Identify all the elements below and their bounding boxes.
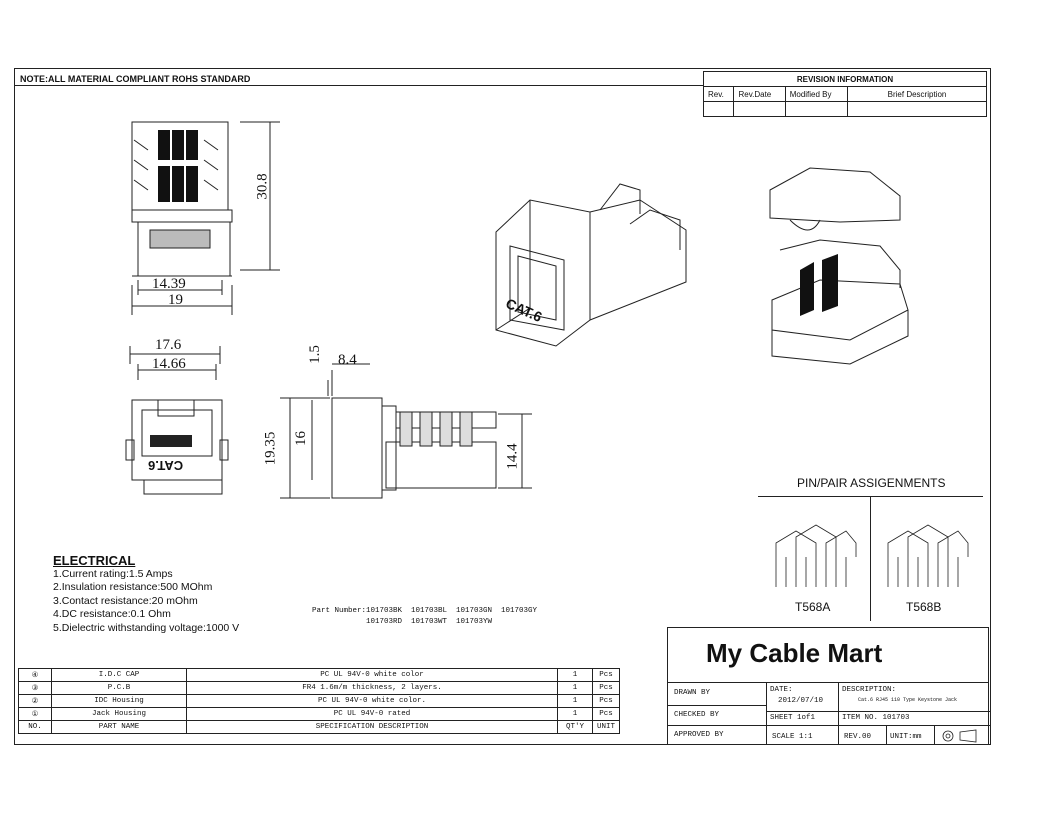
bom-name: Jack Housing: [51, 707, 187, 721]
revision-table: REVISION INFORMATION Rev. Rev.Date Modif…: [702, 71, 987, 117]
part-numbers: Part Number:101703BK 101703BL 101703GN 1…: [312, 606, 537, 628]
bom-qty: 1: [557, 694, 593, 708]
isometric-view-exploded: [769, 167, 909, 365]
bom-unit: Pcs: [592, 668, 620, 682]
bom-spec: PC UL 94V-0 rated: [186, 707, 558, 721]
electrical-item: 5.Dielectric withstanding voltage:1000 V: [53, 621, 240, 634]
bom-spec: PC UL 94V-0 white color.: [186, 694, 558, 708]
pinout-diagram-a: [775, 524, 857, 587]
electrical-item: 4.DC resistance:0.1 Ohm: [53, 608, 171, 620]
title-block: DRAWN BY CHECKED BY APPROVED BY DATE: 20…: [667, 683, 990, 745]
bom-header-name: PART NAME: [51, 720, 187, 734]
dim-side-height-body: 16: [293, 431, 309, 446]
isometric-view-assembled: [495, 183, 687, 347]
bom-no: ③: [18, 681, 52, 695]
drawn-by-label: DRAWN BY: [674, 689, 711, 697]
checked-by-label: CHECKED BY: [674, 711, 720, 719]
dim-side-height-right: 14.4: [504, 443, 521, 470]
standard-t568b: T568B: [906, 600, 942, 614]
electrical-item: 3.Contact resistance:20 mOhm: [53, 594, 198, 607]
bom-qty: 1: [557, 681, 593, 695]
revision-number: REV.00: [844, 733, 872, 741]
electrical-heading: ELECTRICAL: [53, 553, 136, 568]
bom-header-qty: QT'Y: [557, 720, 593, 734]
dim-bottom-width-outer: 17.6: [155, 337, 182, 353]
rev-header-modified: Modified By: [784, 86, 849, 102]
bom-name: I.D.C CAP: [51, 668, 187, 682]
cat6-label-bottom: CAT.6: [148, 458, 184, 473]
rohs-note: NOTE:ALL MATERIAL COMPLIANT ROHS STANDAR…: [20, 74, 251, 84]
approved-by-label: APPROVED BY: [674, 731, 724, 739]
table-header-row: NO. PART NAME SPECIFICATION DESCRIPTION …: [18, 720, 620, 734]
date-value: 2012/07/10: [778, 697, 824, 705]
date-label: DATE:: [770, 686, 793, 694]
revision-title: REVISION INFORMATION: [703, 71, 987, 87]
scale: SCALE 1:1: [772, 733, 813, 741]
electrical-item: 1.Current rating:1.5 Amps: [53, 567, 173, 580]
table-row: ② IDC Housing PC UL 94V-0 white color. 1…: [18, 694, 620, 708]
bottom-view-drawing: [125, 346, 229, 495]
bom-spec: PC UL 94V-0 white color: [186, 668, 558, 682]
electrical-specs: ELECTRICAL 1.Current rating:1.5 Amps 2.I…: [53, 554, 239, 635]
bill-of-materials: ④ I.D.C CAP PC UL 94V-0 white color 1 Pc…: [18, 668, 620, 734]
description-label: DESCRIPTION:: [842, 686, 897, 694]
table-row: ④ I.D.C CAP PC UL 94V-0 white color 1 Pc…: [18, 668, 620, 682]
company-name: My Cable Mart: [706, 638, 883, 668]
sheet-number: SHEET 1of1: [770, 714, 816, 722]
dim-front-height: 30.8: [254, 173, 271, 200]
bom-unit: Pcs: [592, 681, 620, 695]
part-number-line: 101703RD 101703WT 101703YW: [312, 618, 493, 626]
bom-qty: 1: [557, 668, 593, 682]
electrical-item: 2.Insulation resistance:500 MOhm: [53, 581, 213, 593]
bom-header-unit: UNIT: [592, 720, 620, 734]
pinout-divider: [870, 497, 871, 621]
bom-unit: Pcs: [592, 707, 620, 721]
bom-name: IDC Housing: [51, 694, 187, 708]
front-view-drawing: [131, 121, 280, 315]
drawing-sheet-border: [14, 68, 991, 745]
pinout-title: PIN/PAIR ASSIGENMENTS: [797, 476, 946, 490]
side-view-drawing: [280, 363, 532, 499]
dim-front-width-outer: 19: [168, 292, 183, 308]
rev-header-date: Rev.Date: [733, 86, 786, 102]
description-value: Cat.6 RJ45 110 Type Keystone Jack: [858, 697, 958, 703]
dim-side-height-total: 19.35: [262, 431, 279, 466]
bom-no: ②: [18, 694, 52, 708]
bom-header-spec: SPECIFICATION DESCRIPTION: [186, 720, 558, 734]
bom-header-no: NO.: [18, 720, 52, 734]
note-divider: [14, 85, 704, 86]
table-row: ③ P.C.B FR4 1.6m/m thickness, 2 layers. …: [18, 681, 620, 695]
bom-spec: FR4 1.6m/m thickness, 2 layers.: [186, 681, 558, 695]
rev-header-rev: Rev.: [702, 86, 735, 102]
dim-side-top-small: 1.5: [306, 345, 323, 364]
dim-front-width-inner: 14.39: [152, 276, 186, 292]
bom-no: ④: [18, 668, 52, 682]
standard-t568a: T568A: [795, 600, 831, 614]
part-number-line: Part Number:101703BK 101703BL 101703GN 1…: [312, 607, 538, 615]
dim-side-top-depth: 8.4: [338, 352, 357, 368]
bom-no: ①: [18, 707, 52, 721]
pinout-diagram-b: [887, 524, 969, 587]
company-block: My Cable Mart: [667, 627, 989, 683]
table-row: ① Jack Housing PC UL 94V-0 rated 1 Pcs: [18, 707, 620, 721]
unit: UNIT:mm: [890, 733, 922, 741]
dim-bottom-width-inner: 14.66: [152, 356, 186, 372]
rev-header-description: Brief Description: [847, 86, 987, 102]
bom-qty: 1: [557, 707, 593, 721]
item-number: ITEM NO. 101703: [842, 714, 910, 722]
bom-name: P.C.B: [51, 681, 187, 695]
pinout-box: [758, 496, 983, 621]
projection-symbol-icon: [942, 729, 977, 743]
bom-unit: Pcs: [592, 694, 620, 708]
